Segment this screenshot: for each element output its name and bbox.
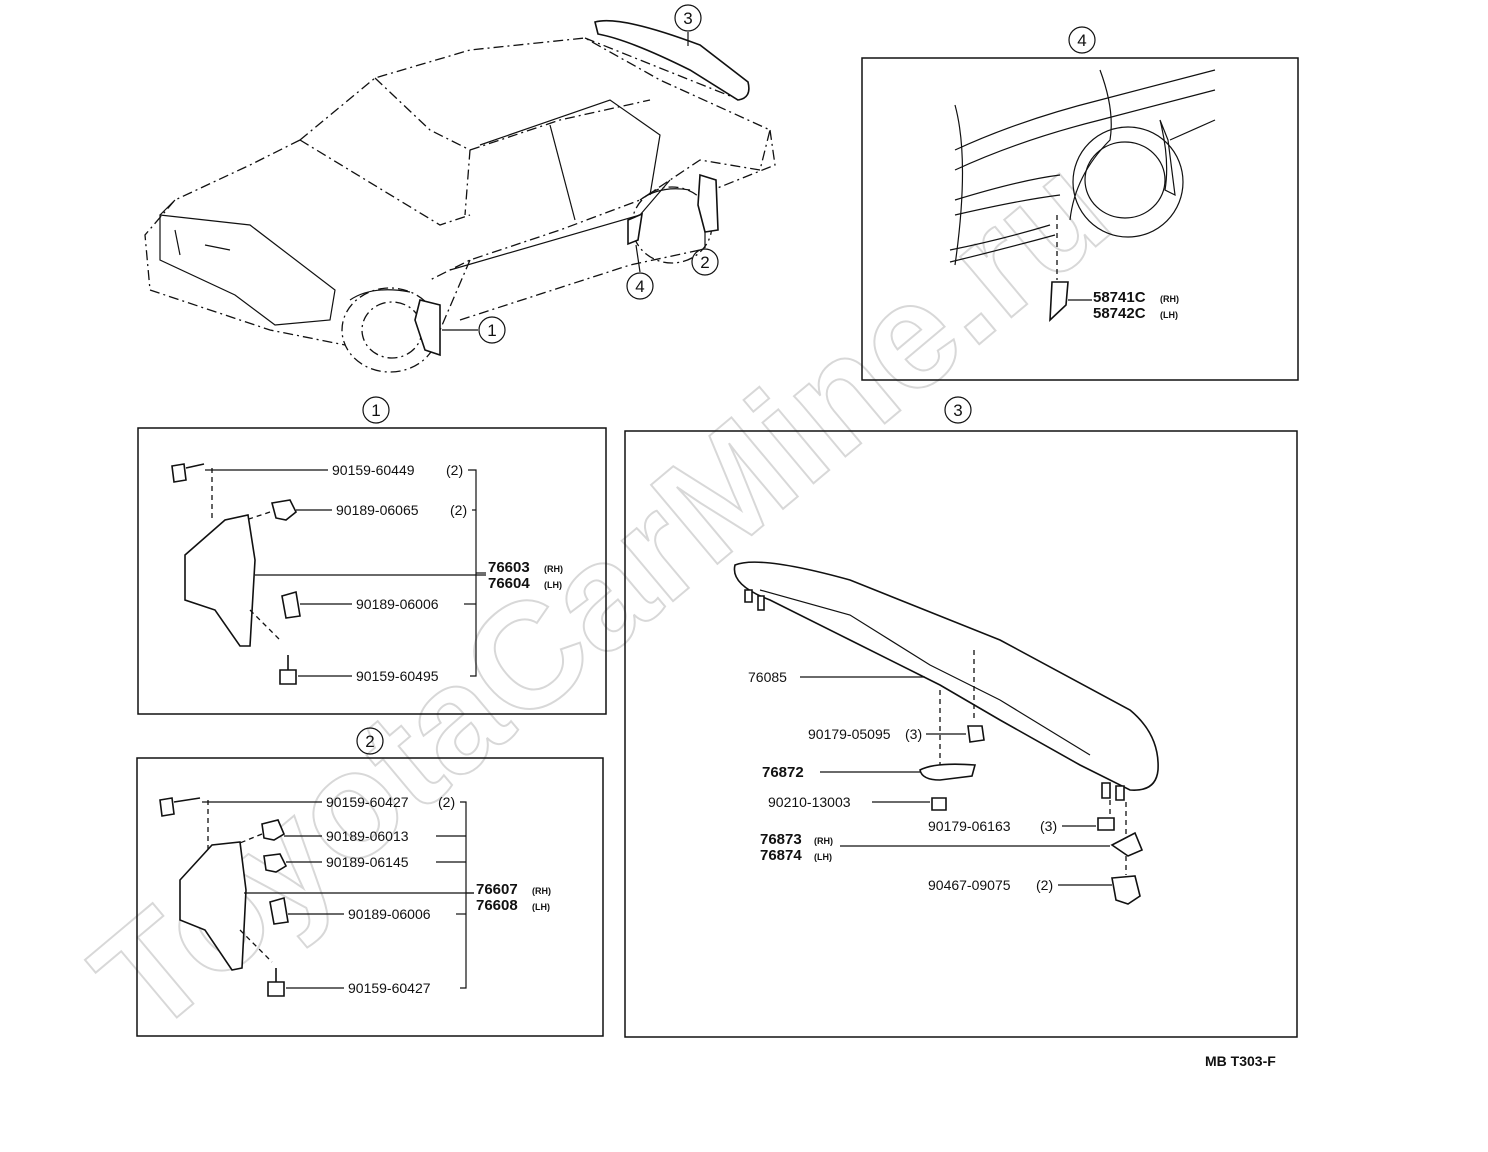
svg-text:4: 4 xyxy=(635,277,644,296)
label-nut-b: 90179-06163 xyxy=(928,818,1011,834)
label-guard-rh-side: (RH) xyxy=(1160,294,1179,304)
label-flap-rh: 76607 xyxy=(476,881,518,898)
panel-3-number-circle xyxy=(944,396,972,424)
panel-1-number-circle xyxy=(362,396,390,424)
panel-2-frame xyxy=(136,757,604,1037)
side-guard-part xyxy=(1049,281,1069,322)
label-flap-lh-side: (LH) xyxy=(532,902,550,912)
label-clip-a: 90189-06065 xyxy=(336,502,419,518)
label-bolt-top-qty: (2) xyxy=(446,462,463,478)
pad-part xyxy=(1110,831,1144,857)
panel-3-number: 3 xyxy=(953,401,962,420)
label-clip-qty: (2) xyxy=(1036,877,1053,893)
callout-3: 3 xyxy=(674,4,702,46)
label-clip-a: 90189-06013 xyxy=(326,828,409,844)
label-flap-lh-side: (LH) xyxy=(544,580,562,590)
clip-b-part xyxy=(263,853,288,873)
label-guard-lh-side: (LH) xyxy=(1160,310,1178,320)
panel-3: 3 76085 90179-05095 (3) 76872 90210-1300… xyxy=(624,396,1298,1038)
label-pad-lh: 76874 xyxy=(760,847,802,864)
label-flap-rh-side: (RH) xyxy=(544,564,563,574)
label-screw-bottom: 90159-60495 xyxy=(356,668,439,684)
label-flap-lh: 76604 xyxy=(488,575,530,592)
label-bolt-top: 90159-60449 xyxy=(332,462,415,478)
washer-part xyxy=(931,797,947,811)
svg-text:3: 3 xyxy=(683,9,692,28)
screw-bottom-part xyxy=(267,968,285,997)
panel-4-frame xyxy=(861,57,1299,381)
clip-b-part xyxy=(281,590,301,619)
label-guard-rh: 58741C xyxy=(1093,289,1146,306)
panel-4: 4 58741C (RH) 58742C (LH) xyxy=(861,26,1299,381)
callout-2: 2 xyxy=(691,232,719,276)
spoiler-on-car xyxy=(594,19,750,101)
panel-1-frame xyxy=(137,427,607,715)
rear-mudflap-part xyxy=(179,841,247,971)
svg-text:2: 2 xyxy=(700,253,709,272)
front-mudflap-part xyxy=(184,514,256,647)
label-pad-rh-side: (RH) xyxy=(814,836,833,846)
bracket-part xyxy=(919,763,977,781)
label-bracket: 76872 xyxy=(762,764,804,781)
label-clip-a-qty: (2) xyxy=(450,502,467,518)
panel-1: 1 90159-60449 (2) 90189-06065 (2) 76603 … xyxy=(137,396,607,715)
clip-part xyxy=(1111,875,1141,905)
label-pad-rh: 76873 xyxy=(760,831,802,848)
label-clip: 90467-09075 xyxy=(928,877,1011,893)
label-clip-b: 90189-06145 xyxy=(326,854,409,870)
clip-c-part xyxy=(269,896,289,925)
clip-a-part xyxy=(261,819,286,841)
label-nut-a-qty: (3) xyxy=(905,726,922,742)
label-spoiler: 76085 xyxy=(748,669,787,685)
panel-4-number: 4 xyxy=(1077,31,1086,50)
label-guard-lh: 58742C xyxy=(1093,305,1146,322)
diagram-code: MB T303-F xyxy=(1205,1053,1276,1069)
label-bolt-top: 90159-60427 xyxy=(326,794,409,810)
panel-3-frame xyxy=(624,430,1298,1038)
screw-bottom-part xyxy=(279,655,297,685)
panel-2-number-circle xyxy=(356,727,384,755)
label-clip-b: 90189-06006 xyxy=(356,596,439,612)
panel-2-number: 2 xyxy=(365,732,374,751)
callout-4: 4 xyxy=(626,244,654,300)
label-screw-bottom: 90159-60427 xyxy=(348,980,431,996)
label-flap-lh: 76608 xyxy=(476,897,518,914)
label-washer: 90210-13003 xyxy=(768,794,851,810)
label-bolt-top-qty: (2) xyxy=(438,794,455,810)
svg-text:1: 1 xyxy=(487,321,496,340)
label-pad-lh-side: (LH) xyxy=(814,852,832,862)
nut-a-part xyxy=(967,725,985,743)
label-nut-a: 90179-05095 xyxy=(808,726,891,742)
side-guard-on-car xyxy=(627,212,644,246)
bolt-top-part xyxy=(171,463,205,483)
callout-1: 1 xyxy=(442,316,506,344)
panel-2: 2 90159-60427 (2) 90189-06013 90189-0614… xyxy=(136,727,604,1037)
nut-b-part xyxy=(1097,817,1115,831)
label-flap-rh: 76603 xyxy=(488,559,530,576)
rear-mudflap-on-car xyxy=(697,173,719,233)
label-nut-b-qty: (3) xyxy=(1040,818,1057,834)
car-overview-drawing xyxy=(144,19,776,373)
panel-1-number: 1 xyxy=(371,401,380,420)
bolt-top-part xyxy=(159,797,201,817)
front-mudflap-on-car xyxy=(414,299,441,357)
panel-4-number-circle xyxy=(1068,26,1096,54)
spoiler-part xyxy=(733,561,1159,791)
label-clip-c: 90189-06006 xyxy=(348,906,431,922)
label-flap-rh-side: (RH) xyxy=(532,886,551,896)
clip-a-part xyxy=(271,499,298,521)
